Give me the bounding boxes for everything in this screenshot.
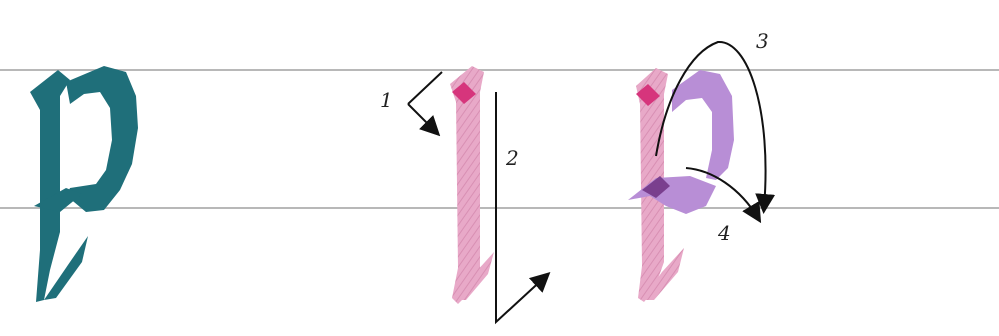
- stroke-demo-stem: 1 2: [380, 66, 551, 325]
- stroke-demo-bowl: 3 4: [628, 29, 776, 302]
- pink-downstroke: [450, 66, 484, 304]
- pink-foot-stroke: [456, 252, 494, 300]
- arrow-step-2: [495, 92, 551, 325]
- stroke-start-mark-copy: [636, 84, 660, 106]
- step-4-label: 4: [717, 221, 731, 245]
- arrow-step-3: [655, 40, 776, 214]
- arrow-step-1: [407, 71, 442, 132]
- finished-letter-p: [30, 66, 138, 302]
- finished-letter-bowl: [66, 66, 138, 212]
- step-1-label: 1: [380, 88, 393, 112]
- guidelines: [0, 69, 999, 209]
- purple-bowl-overlap: [642, 176, 670, 198]
- arrow-step-4: [685, 167, 762, 224]
- purple-bowl-top: [672, 70, 734, 180]
- stroke-start-mark: [452, 82, 476, 104]
- finished-letter-stem: [30, 70, 70, 302]
- pink-foot-copy: [642, 248, 684, 300]
- finished-letter-foot: [44, 236, 88, 300]
- step-3-label: 3: [756, 29, 769, 53]
- step-2-label: 2: [505, 146, 519, 170]
- finished-letter-join: [34, 188, 82, 212]
